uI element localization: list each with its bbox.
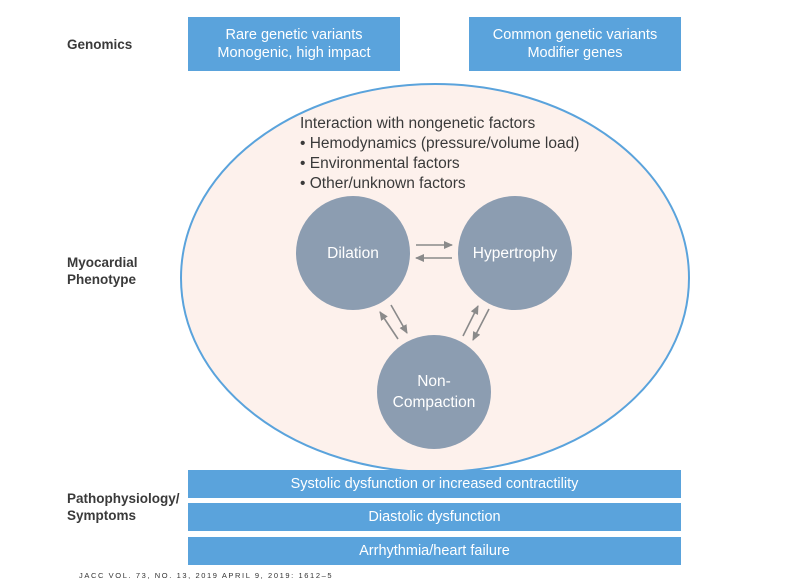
patho-label-line2: Symptoms xyxy=(67,508,137,523)
journal-citation: JACC VOL. 73, NO. 13, 2019 APRIL 9, 2019… xyxy=(79,571,334,580)
common-variants-line2: Modifier genes xyxy=(527,45,623,61)
arrhythmia-label: Arrhythmia/heart failure xyxy=(359,543,510,559)
arrow-dilation-to-noncompaction xyxy=(390,304,408,334)
diastolic-dysfunction-label: Diastolic dysfunction xyxy=(368,509,501,525)
common-variants-line1: Common genetic variants xyxy=(492,27,658,43)
arrow-hypertrophy-to-noncompaction xyxy=(472,308,490,341)
diastolic-dysfunction-box: Diastolic dysfunction xyxy=(188,503,681,531)
rare-variants-line2: Monogenic, high impact xyxy=(217,45,371,61)
arrow-noncompaction-to-dilation xyxy=(379,311,399,340)
arrow-noncompaction-to-hypertrophy xyxy=(462,305,479,337)
myocardial-label-line2: Phenotype xyxy=(67,272,137,287)
arrhythmia-heart-failure-box: Arrhythmia/heart failure xyxy=(188,537,681,565)
systolic-dysfunction-box: Systolic dysfunction or increased contra… xyxy=(188,470,681,498)
noncompaction-label-line2: Compaction xyxy=(393,394,476,411)
genomics-row-label: Genomics xyxy=(67,36,132,53)
rare-variants-line1: Rare genetic variants xyxy=(225,27,363,43)
myocardial-phenotype-row-label: Myocardial Phenotype xyxy=(67,254,138,288)
dilation-label: Dilation xyxy=(327,245,379,262)
genomics-label: Genomics xyxy=(67,37,133,52)
dilation-circle xyxy=(296,196,410,310)
interaction-bullet-other: Other/unknown factors xyxy=(300,174,579,194)
patho-label-line1: Pathophysiology/ xyxy=(67,491,180,506)
systolic-dysfunction-label: Systolic dysfunction or increased contra… xyxy=(290,476,579,492)
hypertrophy-label: Hypertrophy xyxy=(473,245,558,262)
interaction-bullet-environmental: Environmental factors xyxy=(300,154,579,174)
hypertrophy-circle xyxy=(458,196,572,310)
interaction-bullet-hemodynamics: Hemodynamics (pressure/volume load) xyxy=(300,134,580,154)
pathophysiology-row-label: Pathophysiology/ Symptoms xyxy=(67,490,180,524)
common-variants-box: Common genetic variants Modifier genes xyxy=(469,17,681,71)
interaction-factors: Interaction with nongenetic factors Hemo… xyxy=(300,114,579,194)
noncompaction-circle xyxy=(377,335,491,449)
rare-variants-box: Rare genetic variants Monogenic, high im… xyxy=(188,17,400,71)
interaction-title: Interaction with nongenetic factors xyxy=(300,115,536,132)
noncompaction-label-line1: Non- xyxy=(417,373,451,390)
myocardial-label-line1: Myocardial xyxy=(67,255,138,270)
